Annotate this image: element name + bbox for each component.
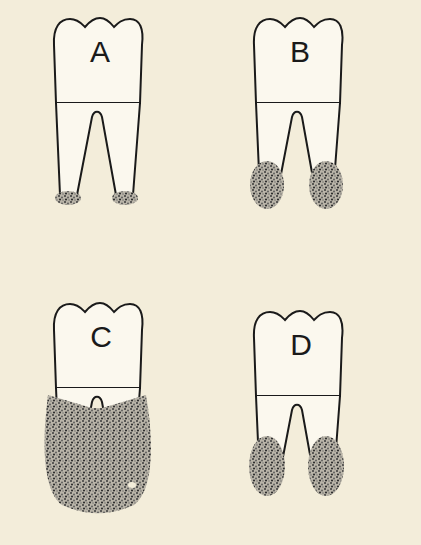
figure-letter: C bbox=[90, 322, 112, 352]
figure-letter: A bbox=[90, 37, 110, 67]
tooth-b bbox=[250, 18, 343, 209]
figure-letter: B bbox=[290, 37, 310, 67]
figure-letter: D bbox=[290, 330, 312, 360]
tooth-d bbox=[249, 311, 344, 496]
tooth-c bbox=[45, 303, 151, 513]
tooth-a bbox=[54, 18, 143, 205]
